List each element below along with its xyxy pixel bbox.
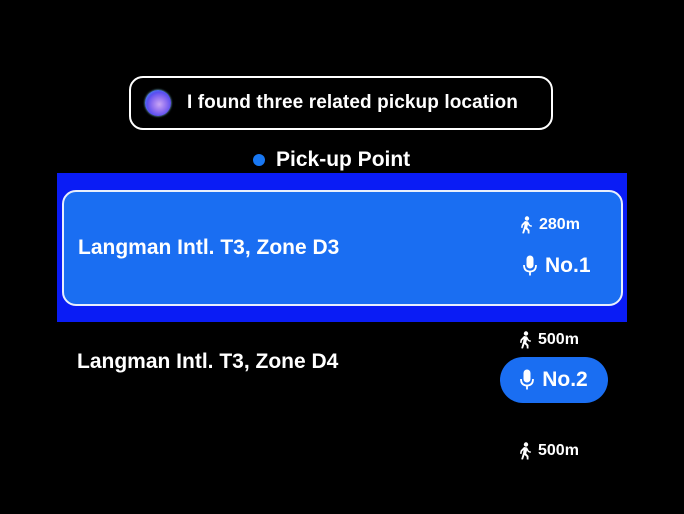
section-header: Pick-up Point <box>253 148 410 172</box>
rank-badge[interactable]: No.2 <box>500 357 608 403</box>
distance-info: 500m <box>518 442 579 460</box>
section-title: Pick-up Point <box>276 148 411 171</box>
walking-icon <box>520 331 531 349</box>
assistant-message-bubble: I found three related pickup location <box>129 76 553 130</box>
microphone-icon <box>520 369 535 390</box>
microphone-icon <box>523 255 537 276</box>
rank-label: No.2 <box>542 368 588 391</box>
distance-value: 500m <box>538 331 579 348</box>
walking-icon <box>520 442 531 460</box>
rank-badge: No.1 <box>523 254 591 278</box>
assistant-orb-icon <box>145 90 171 116</box>
distance-info: 280m <box>519 216 580 234</box>
location-card-1[interactable]: Langman Intl. T3, Zone D3 280m No.1 <box>62 190 623 306</box>
location-name: Langman Intl. T3, Zone D3 <box>78 236 340 259</box>
assistant-message-text: I found three related pickup location <box>187 92 518 113</box>
location-name: Langman Intl. T3, Zone D4 <box>77 350 339 373</box>
distance-value: 280m <box>539 216 580 233</box>
bullet-dot-icon <box>253 154 265 166</box>
rank-label: No.1 <box>545 254 591 277</box>
distance-value: 500m <box>538 442 579 459</box>
walking-icon <box>521 216 532 234</box>
distance-info: 500m <box>518 331 579 349</box>
